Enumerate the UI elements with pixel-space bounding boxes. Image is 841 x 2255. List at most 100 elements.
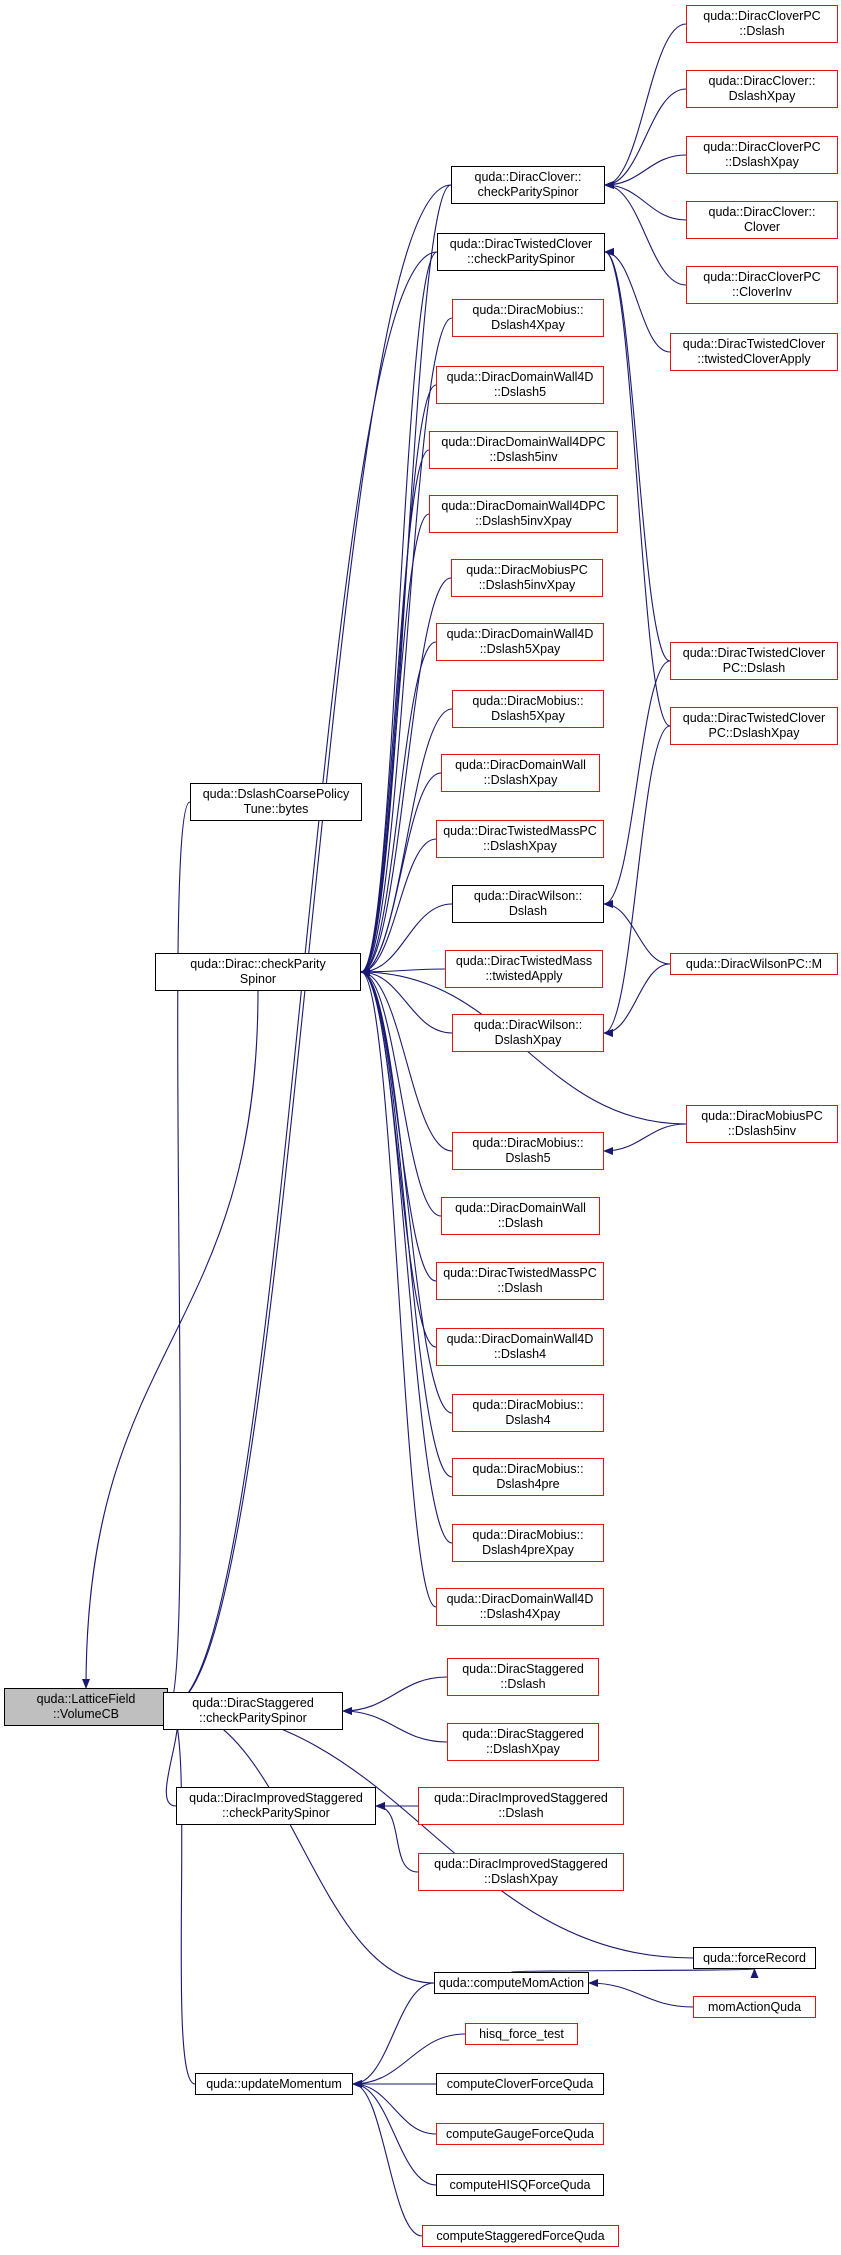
edge-n9-to-n2 [360, 577, 452, 976]
node-label-line: ::Dslash [498, 1806, 544, 1820]
node-quda-diracstaggered-dslashxpay[interactable]: quda::DiracStaggered::DslashXpay [447, 1723, 599, 1761]
edge-n32-to-n4 [604, 248, 671, 727]
node-label-line: quda::LatticeField [36, 1692, 136, 1706]
node-label-line: quda::DiracTwistedMassPC [443, 1266, 597, 1280]
node-label-line: Dslash4pre [496, 1477, 560, 1491]
node-quda-diractwistedmasspc-dslashxpay[interactable]: quda::DiracTwistedMassPC::DslashXpay [436, 820, 604, 858]
node-quda-diracdomainwall4d-dslash5xpay[interactable]: quda::DiracDomainWall4D::Dslash5Xpay [436, 623, 604, 661]
node-quda-updatemomentum[interactable]: quda::updateMomentum [195, 2073, 353, 2095]
node-quda-diraccloverpc-cloverinv[interactable]: quda::DiracCloverPC::CloverInv [686, 266, 838, 304]
node-quda-diracdomainwall-dslash[interactable]: quda::DiracDomainWall::Dslash [441, 1197, 600, 1235]
node-quda-diracmobius-dslash4prexpay[interactable]: quda::DiracMobius::Dslash4preXpay [452, 1524, 604, 1562]
node-label-line: PC::DslashXpay [708, 726, 800, 740]
node-computehisqforcequda[interactable]: computeHISQForceQuda [436, 2174, 604, 2196]
node-quda-diracclover-dslashxpay[interactable]: quda::DiracClover::DslashXpay [686, 70, 838, 108]
node-label-line: computeCloverForceQuda [446, 2076, 594, 2091]
node-label-line: quda::DiracDomainWall4DPC [441, 435, 606, 449]
node-label-line: ::Dslash5Xpay [479, 642, 561, 656]
node-quda-diracstaggered-dslash[interactable]: quda::DiracStaggered::Dslash [447, 1658, 599, 1696]
node-label-line: quda::DiracDomainWall4DPC [441, 499, 606, 513]
node-label-line: computeGaugeForceQuda [445, 2126, 594, 2141]
node-quda-diracdomainwall-dslashxpay[interactable]: quda::DiracDomainWall::DslashXpay [441, 754, 600, 792]
node-label-line: ::Dslash5 [493, 385, 547, 399]
node-quda-diracmobius-dslash5[interactable]: quda::DiracMobius::Dslash5 [452, 1132, 604, 1170]
node-quda-diracmobius-dslash4[interactable]: quda::DiracMobius::Dslash4 [452, 1394, 604, 1432]
node-label-line: PC::Dslash [722, 661, 786, 675]
node-quda-diracdomainwall4d-dslash5[interactable]: quda::DiracDomainWall4D::Dslash5 [436, 366, 604, 404]
node-label-line: ::Dslash5inv [727, 1124, 797, 1138]
edge-n2-to-n0 [82, 990, 259, 1689]
node-quda-diraccloverpc-dslashxpay[interactable]: quda::DiracCloverPC::DslashXpay [686, 136, 838, 174]
node-label-line: Dslash5 [505, 1151, 551, 1165]
node-label-line: Clover [743, 220, 781, 234]
node-quda-diracimprovedstaggered-checkparityspinor[interactable]: quda::DiracImprovedStaggered::checkParit… [176, 1787, 376, 1825]
node-label-line: quda::DiracTwistedClover [682, 337, 826, 351]
node-quda-diracmobiuspc-dslash5invxpay[interactable]: quda::DiracMobiusPC::Dslash5invXpay [451, 559, 603, 597]
node-label-line: ::DslashXpay [483, 839, 557, 853]
node-quda-diractwistedmasspc-dslash[interactable]: quda::DiracTwistedMassPC::Dslash [436, 1262, 604, 1300]
node-quda-diractwistedclover-checkparityspinor[interactable]: quda::DiracTwistedClover::checkParitySpi… [437, 233, 605, 271]
edge-n12-to-n2 [360, 772, 442, 976]
edge-n32-to-n16 [603, 725, 671, 1037]
node-label-line: quda::Dirac::checkParity [190, 957, 326, 971]
node-label-line: quda::DiracMobiusPC [466, 563, 588, 577]
edge-n28-to-n3 [604, 181, 687, 221]
node-label-line: quda::DiracTwistedMassPC [443, 824, 597, 838]
node-label-line: quda::DiracClover:: [708, 74, 816, 88]
node-label-line: quda::updateMomentum [206, 2076, 342, 2091]
node-label-line: quda::DiracTwistedClover [449, 237, 593, 251]
node-quda-diracmobiuspc-dslash5inv[interactable]: quda::DiracMobiusPC::Dslash5inv [686, 1105, 838, 1143]
node-quda-diraccloverpc-dslash[interactable]: quda::DiracCloverPC::Dslash [686, 5, 838, 43]
node-quda-diracdomainwall4d-dslash4xpay[interactable]: quda::DiracDomainWall4D::Dslash4Xpay [436, 1588, 604, 1626]
edge-n48-to-n44 [352, 2080, 437, 2186]
node-label-line: quda::DiracDomainWall [455, 1201, 586, 1215]
edge-n26-to-n3 [604, 88, 687, 189]
node-hisq-force-test[interactable]: hisq_force_test [465, 2023, 578, 2045]
node-label-line: quda::DiracMobius:: [472, 1398, 584, 1412]
node-momactionquda[interactable]: momActionQuda [693, 1996, 816, 2018]
node-quda-diracclover-checkparityspinor[interactable]: quda::DiracClover::checkParitySpinor [451, 166, 605, 204]
node-quda-diracstaggered-checkparityspinor[interactable]: quda::DiracStaggered::checkParitySpinor [163, 1692, 343, 1730]
node-label-line: Dslash4preXpay [482, 1543, 574, 1557]
node-label-line: ::Dslash [500, 1677, 546, 1691]
node-quda-diracdomainwall4d-dslash4[interactable]: quda::DiracDomainWall4D::Dslash4 [436, 1328, 604, 1366]
edge-n31-to-n4 [604, 248, 671, 662]
node-quda-diracwilson-dslashxpay[interactable]: quda::DiracWilson::DslashXpay [452, 1014, 604, 1052]
node-label-line: ::Dslash [739, 24, 785, 38]
node-quda-diracdomainwall4dpc-dslash5inv[interactable]: quda::DiracDomainWall4DPC::Dslash5inv [429, 431, 618, 469]
node-label-line: quda::DiracWilsonPC::M [685, 956, 823, 971]
node-quda-diracmobius-dslash4pre[interactable]: quda::DiracMobius::Dslash4pre [452, 1458, 604, 1496]
node-computegaugeforcequda[interactable]: computeGaugeForceQuda [436, 2123, 604, 2145]
node-computecloverforcequda[interactable]: computeCloverForceQuda [436, 2073, 604, 2095]
edge-n42-to-n0 [167, 1703, 435, 1984]
node-label-line: ::Dslash4Xpay [479, 1607, 561, 1621]
node-label-line: quda::DiracImprovedStaggered [434, 1791, 608, 1805]
edge-n23-to-n2 [360, 968, 453, 1544]
edge-n33-to-n14 [603, 900, 671, 965]
node-label-line: quda::DslashCoarsePolicy [202, 787, 350, 801]
node-quda-diractwistedmass-twistedapply[interactable]: quda::DiracTwistedMass::twistedApply [445, 950, 603, 988]
edge-n4-to-n2 [360, 251, 438, 976]
node-quda-diracwilsonpc-m[interactable]: quda::DiracWilsonPC::M [670, 953, 838, 975]
node-quda-diracclover-clover[interactable]: quda::DiracClover::Clover [686, 201, 838, 239]
node-label-line: quda::DiracStaggered [192, 1696, 314, 1710]
node-quda-diracwilson-dslash[interactable]: quda::DiracWilson::Dslash [452, 885, 604, 923]
node-quda-computemomaction[interactable]: quda::computeMomAction [434, 1972, 589, 1994]
edge-n33-to-n16 [603, 963, 671, 1037]
node-quda-diracimprovedstaggered-dslashxpay[interactable]: quda::DiracImprovedStaggered::DslashXpay [418, 1853, 624, 1891]
node-label-line: Tune::bytes [243, 802, 309, 816]
node-computestaggeredforcequda[interactable]: computeStaggeredForceQuda [422, 2225, 619, 2247]
node-quda-diracmobius-dslash5xpay[interactable]: quda::DiracMobius::Dslash5Xpay [452, 690, 604, 728]
node-quda-diracdomainwall4dpc-dslash5invxpay[interactable]: quda::DiracDomainWall4DPC::Dslash5invXpa… [429, 495, 618, 533]
node-label-line: DslashXpay [494, 1033, 562, 1047]
edge-n3-to-n0 [167, 184, 452, 1711]
node-quda-forcerecord[interactable]: quda::forceRecord [693, 1947, 816, 1969]
node-quda-diracmobius-dslash4xpay[interactable]: quda::DiracMobius::Dslash4Xpay [452, 299, 604, 337]
node-label-line: quda::DiracClover:: [708, 205, 816, 219]
node-quda-diractwistedclover-twistedcloverapply[interactable]: quda::DiracTwistedClover::twistedCloverA… [670, 333, 838, 371]
node-quda-diracimprovedstaggered-dslash[interactable]: quda::DiracImprovedStaggered::Dslash [418, 1787, 624, 1825]
